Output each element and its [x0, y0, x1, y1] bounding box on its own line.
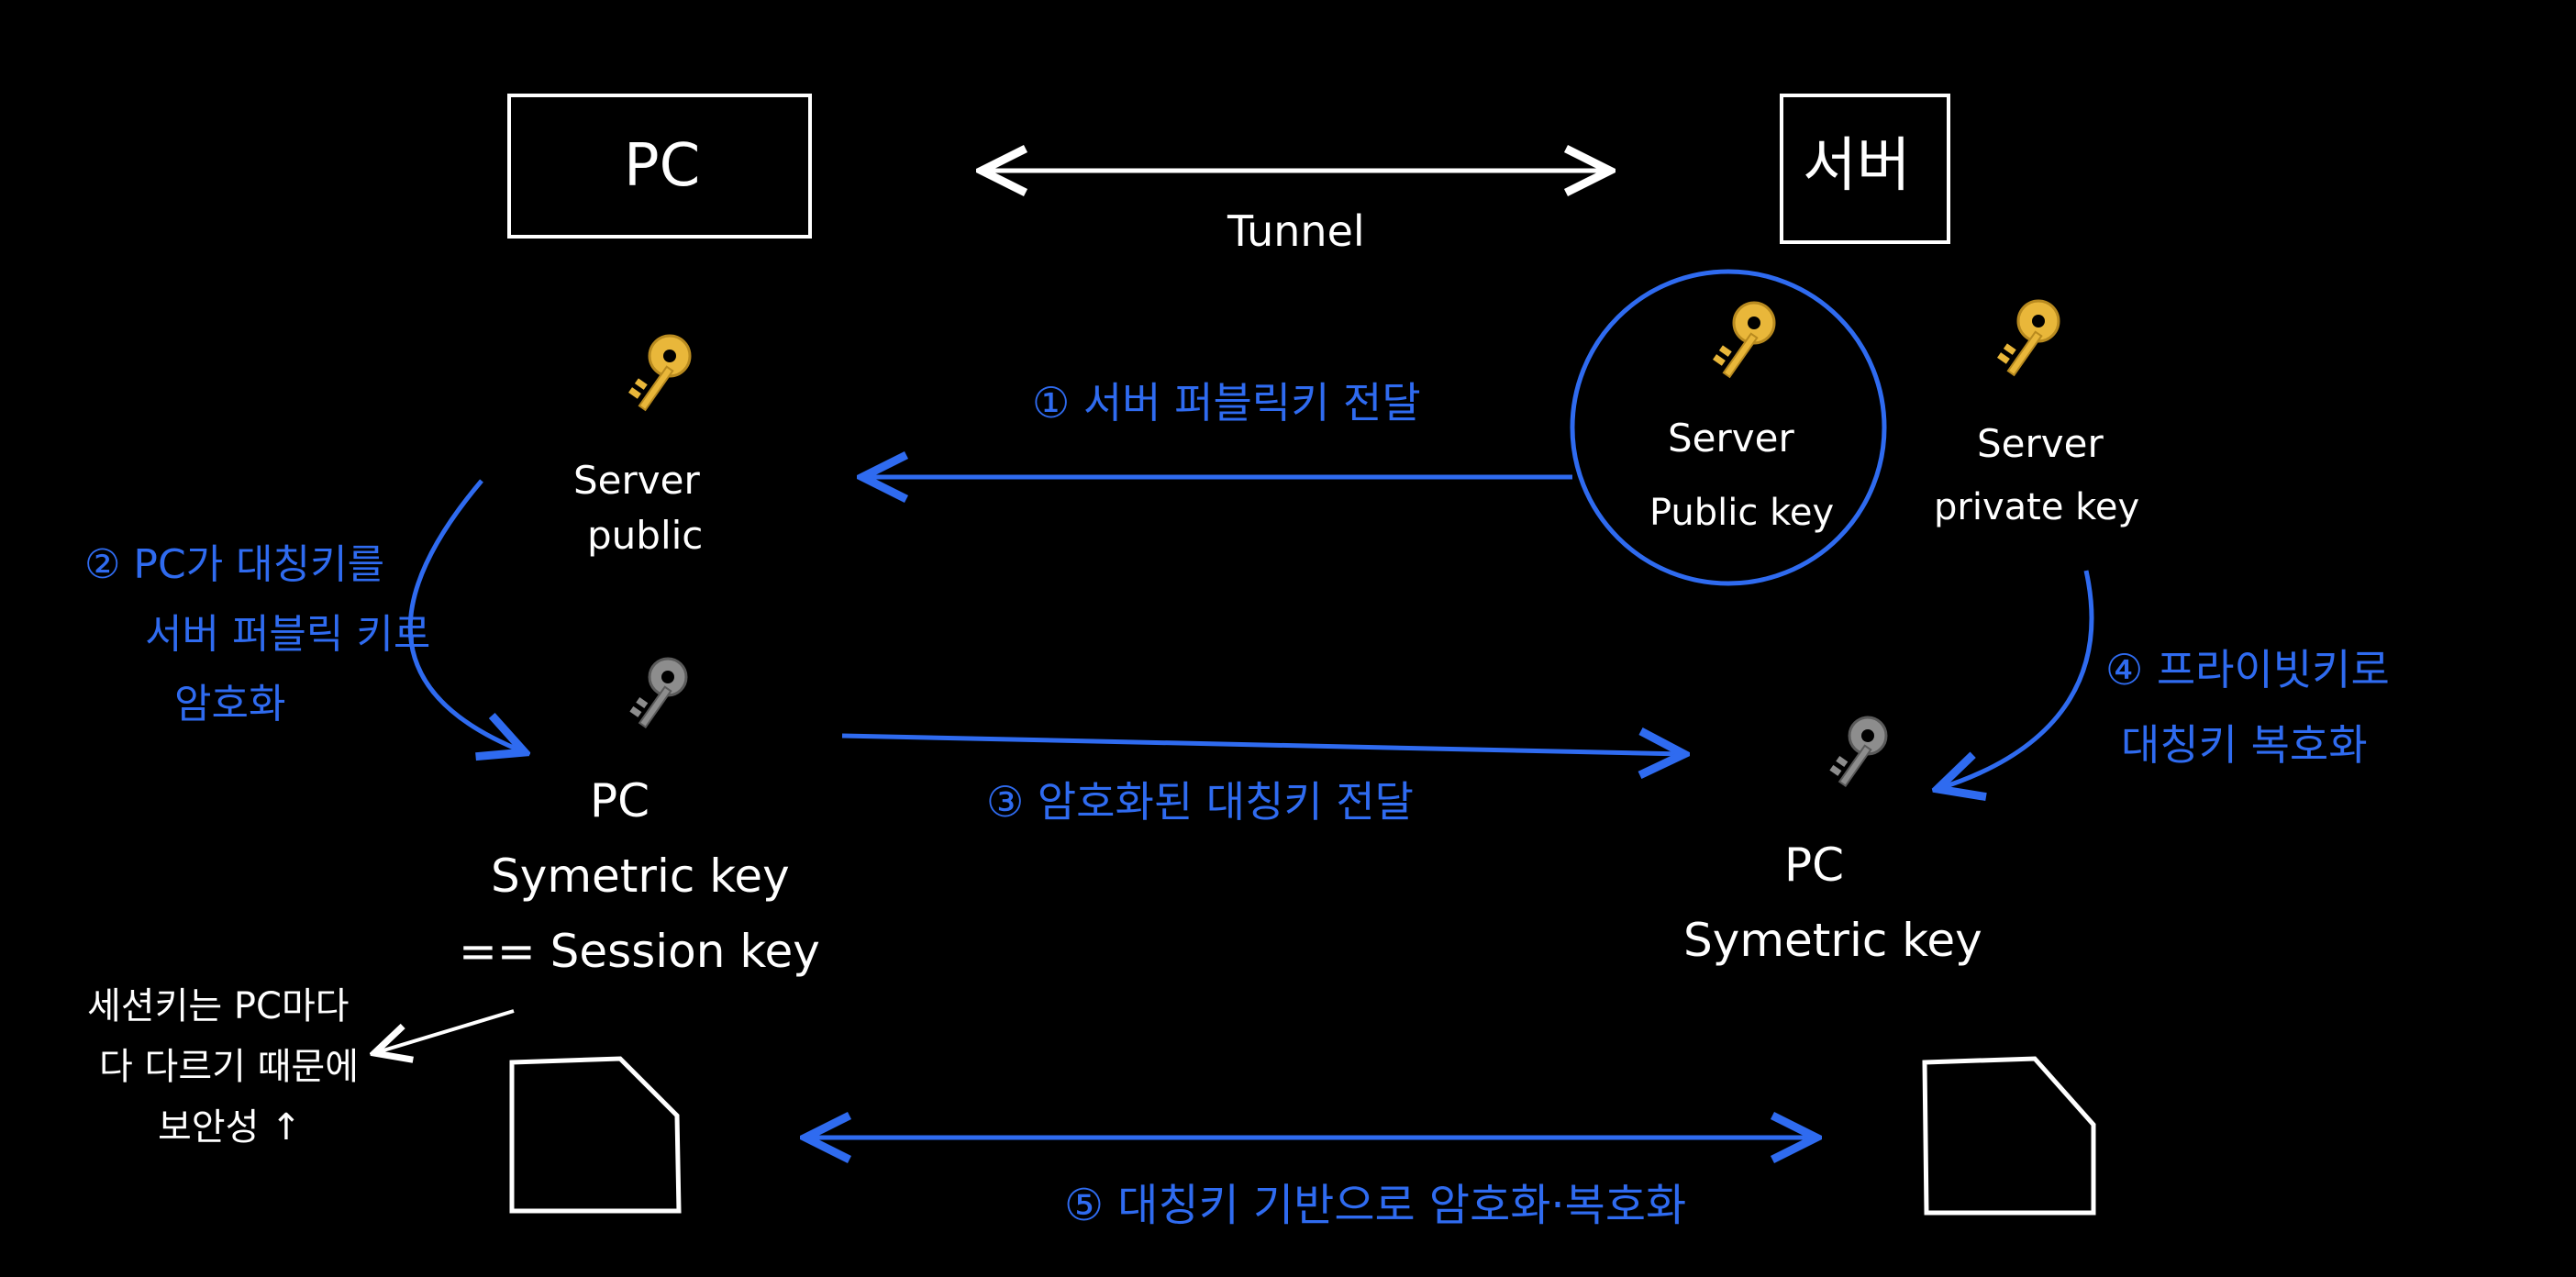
step3-arrow	[841, 736, 1684, 754]
server-box	[1780, 94, 1950, 244]
step2-line2: 서버 퍼블릭 키로	[145, 611, 430, 658]
pc-box	[507, 94, 812, 239]
gold-key-icon	[627, 334, 692, 412]
step4-line1: ④ 프라이빗키로	[2105, 645, 2390, 694]
session-note-arrow	[374, 1009, 515, 1053]
server-symmetric-line1: PC	[1784, 838, 1844, 892]
step2-line1: ② PC가 대칭키를	[84, 541, 384, 588]
session-note-line1: 세션키는 PC마다	[87, 985, 350, 1027]
server-public-key-circle	[1570, 269, 1887, 586]
document-icon	[509, 1056, 682, 1214]
gold-key-icon	[1711, 301, 1776, 379]
server-symmetric-line2: Symetric key	[1683, 914, 1982, 967]
step3-label: ③ 암호화된 대칭키 전달	[986, 777, 1414, 827]
tunnel-label: Tunnel	[1227, 206, 1365, 256]
step5-label: ⑤ 대칭키 기반으로 암호화·복호화	[1064, 1180, 1686, 1231]
server-private-line2: private key	[1934, 486, 2139, 528]
pc-box-label: PC	[624, 132, 700, 200]
server-public-line2: Public key	[1649, 492, 1834, 534]
document-icon	[1922, 1056, 2096, 1216]
step2-line3: 암호화	[174, 681, 285, 727]
step4-arrow	[1938, 570, 2094, 789]
session-note-line2: 다 다르기 때문에	[99, 1046, 359, 1088]
pc-symmetric-line2: Symetric key	[491, 849, 790, 903]
server-public-line1: Server	[1668, 416, 1794, 461]
pc-symmetric-line3: == Session key	[459, 925, 820, 978]
step1-label: ① 서버 퍼블릭키 전달	[1032, 378, 1421, 428]
pc-server-public-line2: public	[587, 513, 703, 558]
server-box-label: 서버	[1803, 132, 1911, 200]
server-private-line1: Server	[1977, 421, 2104, 466]
step2-arrow	[407, 479, 525, 752]
session-note-line3: 보안성 ↑	[158, 1106, 302, 1149]
step4-line2: 대칭키 복호화	[2121, 720, 2368, 770]
gold-key-icon	[1995, 299, 2060, 377]
pc-symmetric-line1: PC	[590, 774, 650, 827]
silver-key-icon	[627, 657, 688, 729]
silver-key-icon	[1827, 716, 1888, 788]
pc-server-public-line1: Server	[573, 458, 700, 503]
